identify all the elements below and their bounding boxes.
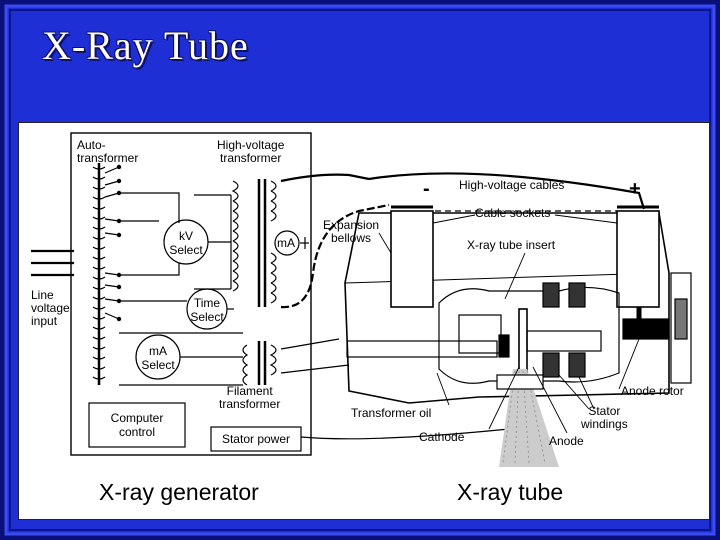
computer-control-box — [88, 402, 186, 448]
cathode-cable-socket — [390, 210, 434, 308]
generator-enclosure — [70, 132, 312, 456]
autotransformer-coil — [92, 163, 122, 385]
anode-cable-socket — [616, 210, 660, 308]
label-plus: + — [629, 178, 641, 200]
label-transformer-oil: Transformer oil — [351, 406, 432, 420]
label-anode: Anode — [549, 434, 584, 448]
label-cathode: Cathode — [419, 430, 465, 444]
hv-transformer-primary — [231, 180, 239, 292]
stator-windings — [542, 282, 586, 378]
label-time-select: Time Select — [190, 296, 224, 324]
label-stator-power: Stator power — [221, 432, 291, 446]
anode-disk — [518, 308, 528, 374]
label-ma-select: mA Select — [141, 344, 175, 372]
label-stator-windings: Stator windings — [581, 404, 628, 431]
label-hv-transformer: High-voltage transformer — [217, 138, 285, 165]
caption-xray-tube: X-ray tube — [457, 479, 564, 505]
label-ma-meter: mA — [277, 236, 295, 250]
anode-rotor-shaft — [622, 318, 670, 340]
label-minus: - — [423, 178, 430, 200]
label-anode-rotor: Anode rotor — [621, 384, 684, 398]
label-computer-control: Computer control — [110, 411, 164, 439]
label-tube-insert: X-ray tube insert — [467, 238, 556, 252]
hv-transformer-secondary — [270, 180, 277, 304]
label-autotransformer: Auto- transformer — [77, 138, 139, 165]
label-cable-sockets: Cable sockets — [475, 206, 551, 220]
stator-power-box — [210, 426, 302, 452]
cathode-assembly — [458, 314, 502, 354]
label-expansion-bellows: Expansion bellows — [323, 218, 380, 245]
label-hv-cables: High-voltage cables — [459, 178, 565, 192]
slide-title: X-Ray Tube — [42, 23, 249, 68]
label-kv-select: kV Select — [169, 229, 203, 257]
xray-beam — [499, 369, 559, 467]
label-line-voltage-input: Line voltage input — [31, 288, 70, 328]
diagram-drawing — [31, 132, 692, 467]
caption-xray-generator: X-ray generator — [99, 479, 259, 505]
tube-insert-glass — [438, 286, 620, 384]
ma-meter — [274, 230, 300, 256]
label-filament-transformer: Filament transformer — [219, 384, 281, 411]
xray-diagram: Auto- transformer High-voltage transform… — [18, 122, 710, 520]
